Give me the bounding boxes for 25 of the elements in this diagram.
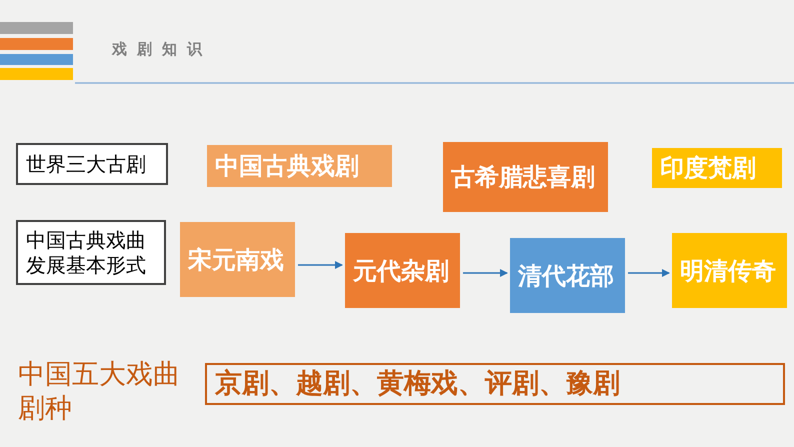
category-box [443, 142, 608, 212]
box-text: 宋元南戏 [188, 244, 284, 274]
category-box [180, 222, 295, 297]
box-text: 中国古典戏剧 [215, 151, 359, 181]
section-label: 中国五大戏曲剧种 [18, 358, 181, 426]
box-text: 明清传奇 [680, 256, 776, 286]
box-text: 京剧、越剧、黄梅戏、评剧、豫剧 [215, 367, 620, 401]
box-text: 世界三大古剧 [26, 152, 146, 176]
arrow [628, 269, 670, 277]
box-text: 印度梵剧 [660, 153, 756, 183]
box-text: 清代花部 [518, 260, 614, 290]
category-box [345, 233, 460, 308]
arrow [463, 269, 508, 277]
category-box [672, 233, 787, 308]
label-box [16, 143, 168, 185]
outlined-box [205, 363, 785, 405]
label-box [16, 220, 166, 285]
box-text: 元代杂剧 [353, 256, 449, 286]
box-text: 中国古典戏曲发展基本形式 [26, 228, 147, 278]
arrow [298, 261, 343, 269]
box-text: 古希腊悲喜剧 [451, 162, 595, 192]
category-box [207, 145, 392, 187]
category-box [510, 238, 625, 313]
category-box [652, 148, 782, 188]
slide-title: 戏剧知识 [112, 40, 212, 59]
